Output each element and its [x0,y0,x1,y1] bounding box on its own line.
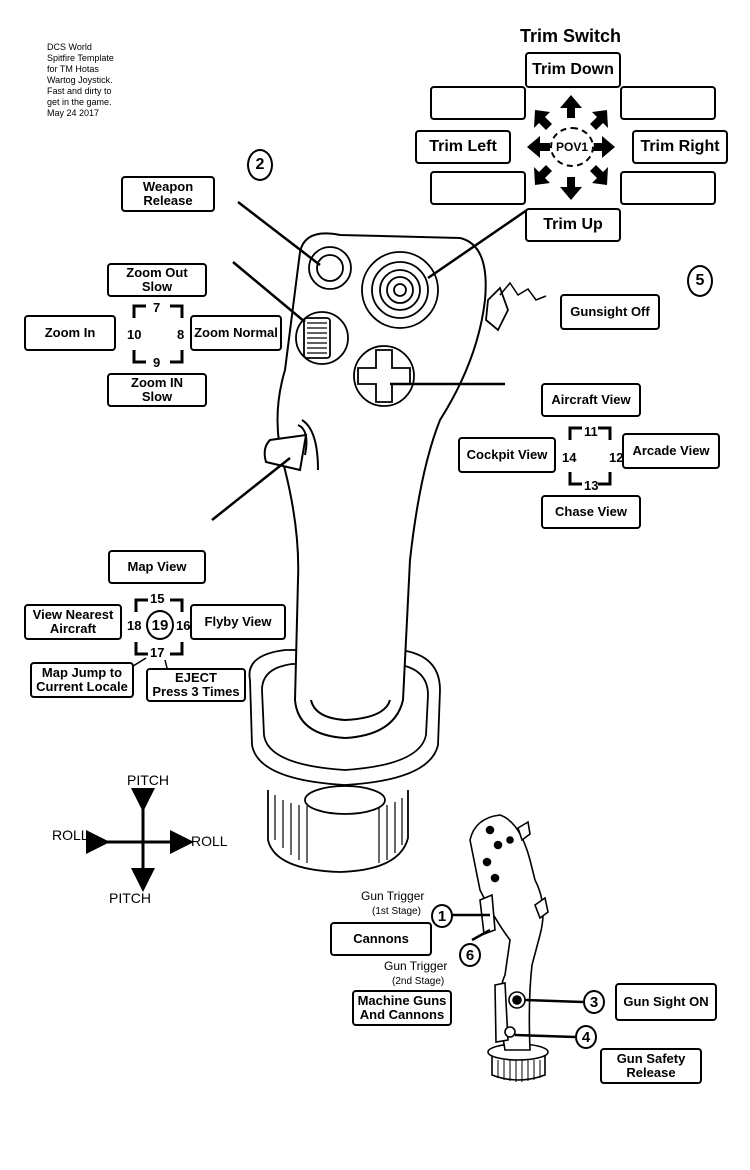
empty-box-lower-left [430,171,526,205]
gun-trigger-1-label: Gun Trigger [361,889,425,903]
arcade-view-box: Arcade View [622,433,720,469]
view-hat-num-14: 14 [562,450,577,465]
chase-view-box: Chase View [541,495,641,529]
cockpit-view-box: Cockpit View [458,437,556,473]
gunsight-off-box: Gunsight Off [560,294,660,330]
view-hat-num-13: 13 [584,478,599,493]
hat-brackets [129,304,612,673]
trim-down-box: Trim Down [525,52,621,88]
gun-trigger-1-stage: (1st Stage) [372,906,421,917]
empty-box-lower-right [620,171,716,205]
pov1-arrows [527,95,615,200]
side-view-leaders [452,913,584,1039]
trim-left-box: Trim Left [415,130,511,164]
template-note: DCS World Spitfire Template for TM Hotas… [47,42,114,118]
callout-4: 4 [575,1025,597,1049]
stick-head-controls [295,246,509,407]
roll-right-label: ROLL [191,833,228,849]
pitch-top-label: PITCH [127,772,169,788]
zoom-hat-num-9: 9 [153,355,161,370]
side-view-stick [469,814,549,1082]
callout-5: 5 [687,265,713,297]
callout-3: 3 [583,990,605,1014]
view-hat-num-12: 12 [609,450,624,465]
zoom-hat-num-10: 10 [127,327,142,342]
callout-2: 2 [247,149,273,181]
flyby-view-box: Flyby View [190,604,286,640]
cannons-box: Cannons [330,922,432,956]
map-hat-num-17: 17 [150,645,165,660]
map-view-box: Map View [108,550,206,584]
eject-box: EJECT Press 3 Times [146,668,246,702]
pitch-roll-axes [86,788,194,892]
callout-6: 6 [459,943,481,967]
roll-left-label: ROLL [52,827,89,843]
gun-trigger-2-stage: (2nd Stage) [392,976,445,987]
pov1-label: POV1 [550,127,594,167]
map-hat-num-18: 18 [127,618,142,633]
leader-lines [211,201,547,521]
map-jump-box: Map Jump to Current Locale [30,662,134,698]
empty-box-upper-left [430,86,526,120]
trim-switch-title: Trim Switch [520,26,622,46]
empty-box-upper-right [620,86,716,120]
machine-guns-box: Machine Guns And Cannons [352,990,452,1026]
aircraft-view-box: Aircraft View [541,383,641,417]
zoom-normal-box: Zoom Normal [190,315,282,351]
callout-1: 1 [431,904,453,928]
view-hat-num-11: 11 [584,424,598,439]
zoom-out-slow-box: Zoom Out Slow [107,263,207,297]
map-hat-num-16: 16 [176,618,191,633]
weapon-release-box: Weapon Release [121,176,215,212]
gun-trigger-2-label: Gun Trigger [384,959,448,973]
map-hat-center-19: 19 [146,610,174,640]
gun-sight-on-box: Gun Sight ON [615,983,717,1021]
trim-right-box: Trim Right [632,130,728,164]
gun-safety-release-box: Gun Safety Release [600,1048,702,1084]
zoom-hat-num-8: 8 [177,327,185,342]
map-hat-num-15: 15 [150,591,165,606]
trim-up-box: Trim Up [525,208,621,242]
zoom-hat-num-7: 7 [153,300,161,315]
pitch-bottom-label: PITCH [109,890,151,906]
zoom-in-slow-box: Zoom IN Slow [107,373,207,407]
zoom-in-box: Zoom In [24,315,116,351]
view-nearest-aircraft-box: View Nearest Aircraft [24,604,122,640]
